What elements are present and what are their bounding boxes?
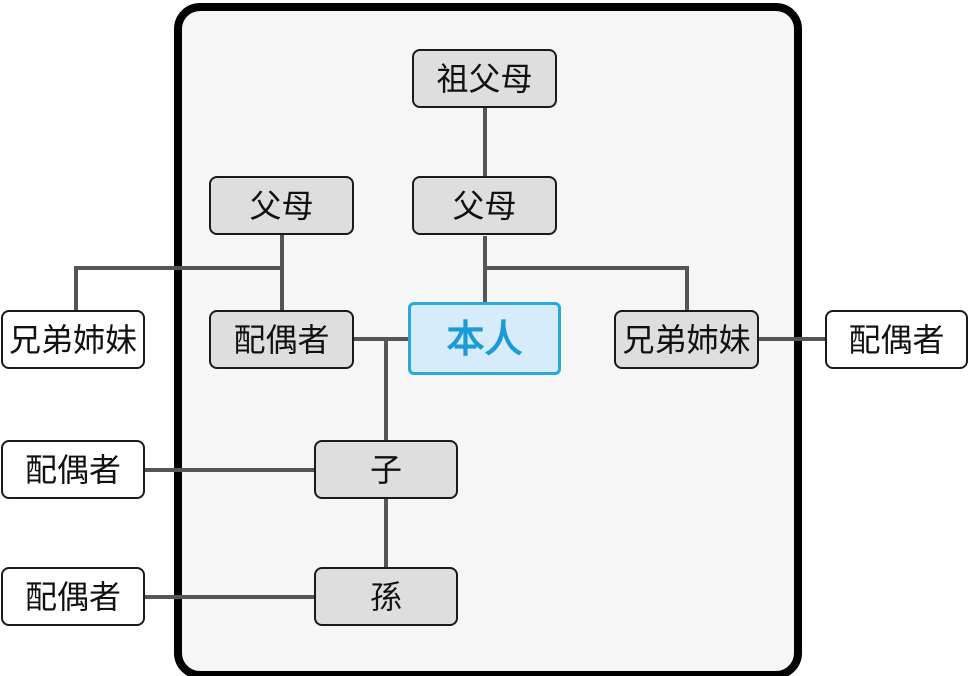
spouse-node: 配偶者 — [209, 310, 354, 369]
grandparents-node: 祖父母 — [412, 49, 557, 108]
grandchild-node: 孫 — [314, 567, 458, 626]
self-node: 本人 — [408, 302, 561, 375]
child-node: 子 — [314, 440, 458, 499]
parents-node: 父母 — [412, 176, 557, 235]
sibling-node: 兄弟姉妹 — [614, 310, 759, 369]
sibling-spouse-node: 配偶者 — [825, 310, 968, 369]
line-parents-sibling — [483, 236, 689, 311]
child-spouse-node: 配偶者 — [1, 440, 145, 499]
spouse-sibling-node: 兄弟姉妹 — [1, 310, 145, 369]
grandchild-spouse-node: 配偶者 — [1, 567, 145, 626]
line-inlaw-parents-spouse-sibling — [74, 266, 282, 310]
spouse-parents-node: 父母 — [209, 176, 354, 235]
